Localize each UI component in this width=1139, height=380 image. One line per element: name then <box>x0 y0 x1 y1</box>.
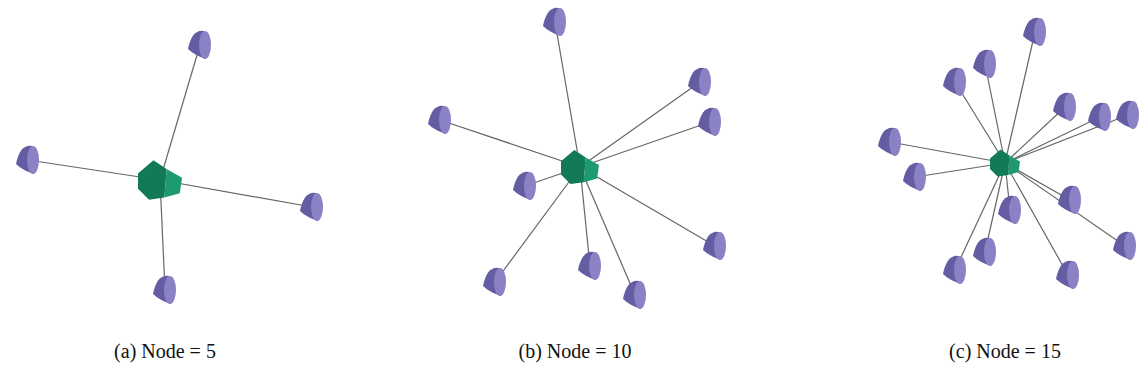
leaf-cone <box>1088 103 1111 131</box>
cone-base <box>199 31 211 59</box>
hub-cube <box>561 150 599 184</box>
leaf-cone <box>943 68 966 96</box>
cube-face <box>990 150 1010 177</box>
leaf-cone <box>973 238 996 266</box>
cube-face <box>138 160 167 200</box>
cone-base <box>634 281 646 309</box>
leaf-cone <box>973 50 996 78</box>
cone-base <box>311 193 323 221</box>
cone-base <box>714 232 726 260</box>
cone-base <box>1099 103 1111 131</box>
link-line <box>1005 163 1125 246</box>
cone-base <box>954 256 966 284</box>
leaf-cone <box>903 163 926 191</box>
hub-cube <box>138 160 182 200</box>
link-line <box>1005 107 1065 163</box>
cone-base <box>984 238 996 266</box>
link-line <box>890 142 1005 163</box>
link-line <box>1005 117 1100 163</box>
link-line <box>580 167 715 246</box>
leaf-cone <box>1116 101 1139 129</box>
link-line <box>440 120 580 167</box>
link-line <box>580 82 700 167</box>
cone-base <box>699 68 711 96</box>
leaf-cone <box>543 8 566 36</box>
cone-base <box>954 68 966 96</box>
leaf-cone <box>428 106 451 134</box>
link-line <box>495 167 580 282</box>
cone-base <box>554 8 566 36</box>
leaf-cone <box>1113 232 1136 260</box>
leaf-cone <box>623 281 646 309</box>
link-line <box>160 45 200 180</box>
graph-links <box>28 22 1128 295</box>
leaf-cone <box>153 276 176 304</box>
link-line <box>555 22 580 167</box>
cone-base <box>709 108 721 136</box>
leaf-cone <box>703 232 726 260</box>
link-line <box>160 180 312 207</box>
cone-base <box>1127 101 1139 129</box>
cone-base <box>524 172 536 200</box>
link-line <box>1005 32 1035 163</box>
cone-base <box>494 268 506 296</box>
panel-caption: (c) Node = 15 <box>949 340 1061 363</box>
cone-base <box>27 146 39 174</box>
cone-base <box>984 50 996 78</box>
leaf-cone <box>188 31 211 59</box>
leaf-cone <box>300 193 323 221</box>
hub-cube <box>990 150 1020 177</box>
cone-base <box>439 106 451 134</box>
leaf-cone <box>1023 18 1046 46</box>
leaf-cone <box>998 196 1021 224</box>
cone-base <box>589 252 601 280</box>
panel-caption: (a) Node = 5 <box>114 340 216 363</box>
panel-caption: (b) Node = 10 <box>519 340 632 363</box>
cone-base <box>914 163 926 191</box>
cone-base <box>1034 18 1046 46</box>
leaf-cone <box>698 108 721 136</box>
leaf-cone <box>1058 186 1081 214</box>
cone-base <box>1124 232 1136 260</box>
link-line <box>1005 163 1068 275</box>
leaf-cone <box>1056 261 1079 289</box>
cone-base <box>164 276 176 304</box>
leaf-cone <box>878 128 901 156</box>
cone-base <box>889 128 901 156</box>
cone-base <box>1064 93 1076 121</box>
leaf-cone <box>943 256 966 284</box>
link-line <box>955 163 1005 270</box>
cube-side <box>1008 156 1020 176</box>
cone-base <box>1009 196 1021 224</box>
leaf-cone <box>513 172 536 200</box>
leaf-cone <box>16 146 39 174</box>
cone-base <box>1067 261 1079 289</box>
link-line <box>580 122 710 167</box>
hub-cubes <box>138 150 1020 200</box>
leaf-cone <box>483 268 506 296</box>
cube-side <box>584 158 599 183</box>
leaf-cone <box>1053 93 1076 121</box>
cube-face <box>561 150 586 184</box>
leaf-cones <box>16 8 1139 309</box>
leaf-cone <box>688 68 711 96</box>
leaf-cone <box>578 252 601 280</box>
cube-side <box>164 169 182 198</box>
cone-base <box>1069 186 1081 214</box>
link-line <box>985 64 1005 163</box>
